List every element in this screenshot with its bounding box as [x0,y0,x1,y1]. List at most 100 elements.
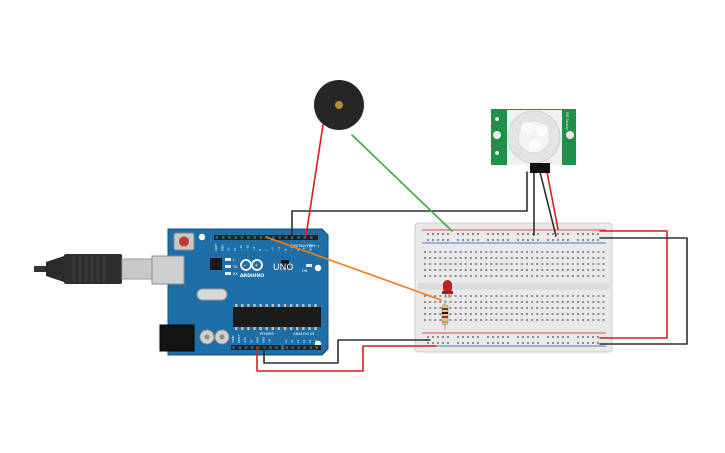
breadboard-hole[interactable] [459,295,462,297]
breadboard-hole[interactable] [536,263,539,265]
header-pin[interactable] [256,346,260,349]
breadboard-hole[interactable] [505,313,508,315]
breadboard-hole[interactable] [464,313,467,315]
breadboard-rail-hole[interactable] [497,336,499,338]
breadboard-hole[interactable] [571,319,574,321]
breadboard-hole[interactable] [510,319,513,321]
breadboard-rail-hole[interactable] [432,336,434,338]
breadboard-rail-hole[interactable] [517,233,519,235]
breadboard-hole[interactable] [434,301,437,303]
breadboard-hole[interactable] [531,319,534,321]
breadboard-hole[interactable] [531,251,534,253]
breadboard-rail-hole[interactable] [442,239,444,241]
breadboard-rail-hole[interactable] [582,233,584,235]
breadboard-rail-hole[interactable] [457,233,459,235]
breadboard-hole[interactable] [505,269,508,271]
breadboard-hole[interactable] [449,275,452,277]
breadboard-hole[interactable] [587,275,590,277]
breadboard-hole[interactable] [454,307,457,309]
breadboard-hole[interactable] [485,275,488,277]
breadboard-hole[interactable] [587,295,590,297]
breadboard-hole[interactable] [587,301,590,303]
breadboard-hole[interactable] [429,269,432,271]
breadboard-rail-hole[interactable] [597,233,599,235]
breadboard-hole[interactable] [541,269,544,271]
breadboard-hole[interactable] [571,295,574,297]
breadboard-hole[interactable] [541,251,544,253]
breadboard-hole[interactable] [449,313,452,315]
breadboard-hole[interactable] [602,301,605,303]
breadboard-hole[interactable] [577,263,579,265]
breadboard-hole[interactable] [597,275,600,277]
breadboard-hole[interactable] [434,307,437,309]
breadboard-hole[interactable] [566,263,569,265]
breadboard-rail-hole[interactable] [432,233,434,235]
breadboard-hole[interactable] [464,269,467,271]
breadboard-rail-hole[interactable] [597,342,599,344]
breadboard-hole[interactable] [592,319,595,321]
breadboard-hole[interactable] [490,275,493,277]
breadboard-hole[interactable] [536,295,539,297]
breadboard-hole[interactable] [582,263,585,265]
breadboard-hole[interactable] [577,269,579,271]
breadboard-hole[interactable] [500,251,503,253]
breadboard-hole[interactable] [429,275,432,277]
breadboard-rail-hole[interactable] [537,239,539,241]
breadboard-hole[interactable] [582,257,585,259]
breadboard-hole[interactable] [597,307,600,309]
breadboard-hole[interactable] [520,275,523,277]
header-pin[interactable] [285,346,289,349]
breadboard-hole[interactable] [556,257,559,259]
breadboard-rail-hole[interactable] [487,342,489,344]
breadboard-rail-hole[interactable] [437,233,439,235]
breadboard-hole[interactable] [526,301,528,303]
breadboard-hole[interactable] [577,301,579,303]
breadboard-hole[interactable] [515,275,518,277]
breadboard-hole[interactable] [592,257,595,259]
breadboard-hole[interactable] [469,263,472,265]
breadboard-hole[interactable] [454,295,457,297]
breadboard-hole[interactable] [424,313,426,315]
breadboard-hole[interactable] [510,307,513,309]
breadboard-hole[interactable] [592,307,595,309]
breadboard-hole[interactable] [546,307,549,309]
breadboard-rail-hole[interactable] [487,336,489,338]
arduino-uno-board[interactable]: L TX RX ON − + ARDUINO UNO DIGITAL (PWM~… [151,228,329,356]
breadboard-rail-hole[interactable] [567,239,569,241]
breadboard-rail-hole[interactable] [497,239,499,241]
breadboard-hole[interactable] [541,257,544,259]
breadboard-hole[interactable] [520,313,523,315]
breadboard-hole[interactable] [531,275,534,277]
breadboard-hole[interactable] [520,257,523,259]
breadboard-rail-hole[interactable] [507,342,509,344]
breadboard-rail-hole[interactable] [467,233,469,235]
breadboard-hole[interactable] [500,275,503,277]
breadboard-hole[interactable] [475,301,477,303]
breadboard-rail-hole[interactable] [517,239,519,241]
breadboard-hole[interactable] [444,257,447,259]
breadboard-hole[interactable] [592,313,595,315]
breadboard-hole[interactable] [571,269,574,271]
breadboard-rail-hole[interactable] [487,239,489,241]
breadboard-hole[interactable] [485,307,488,309]
breadboard-hole[interactable] [526,257,528,259]
breadboard-hole[interactable] [490,251,493,253]
breadboard-rail-hole[interactable] [502,336,504,338]
breadboard-rail-hole[interactable] [442,336,444,338]
breadboard-rail-hole[interactable] [492,233,494,235]
breadboard-hole[interactable] [485,263,488,265]
breadboard-rail-hole[interactable] [547,239,549,241]
breadboard-hole[interactable] [566,319,569,321]
breadboard-hole[interactable] [566,307,569,309]
breadboard-hole[interactable] [536,313,539,315]
breadboard-hole[interactable] [531,313,534,315]
breadboard-rail-hole[interactable] [427,342,429,344]
breadboard-hole[interactable] [592,251,595,253]
breadboard-rail-hole[interactable] [557,342,559,344]
breadboard-hole[interactable] [546,269,549,271]
breadboard-hole[interactable] [469,251,472,253]
breadboard-hole[interactable] [546,263,549,265]
breadboard-hole[interactable] [434,251,437,253]
breadboard-hole[interactable] [571,275,574,277]
breadboard-hole[interactable] [449,295,452,297]
